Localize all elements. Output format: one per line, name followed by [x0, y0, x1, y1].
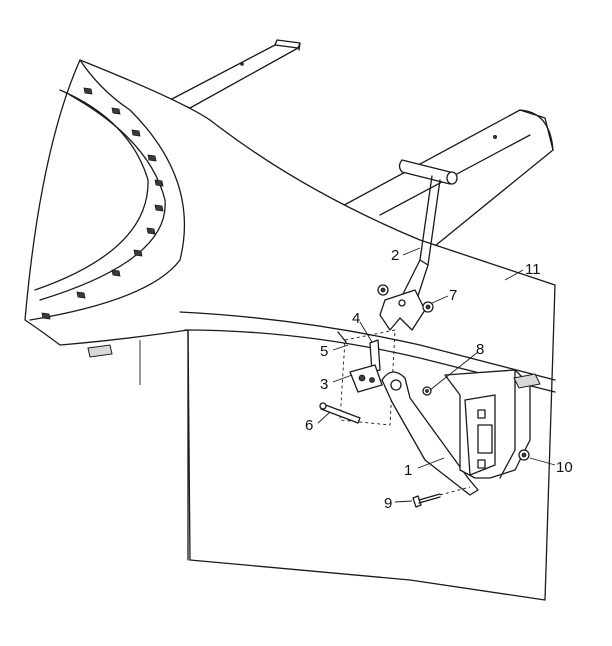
frame-rail: [169, 39, 301, 109]
bracket-arm: [381, 371, 479, 496]
callout-3: 3: [320, 376, 328, 393]
handle-lever[interactable]: [398, 159, 458, 306]
callout-2: 2: [391, 247, 399, 264]
lever-fork: [377, 284, 434, 331]
callout-8: 8: [476, 341, 484, 358]
callout-1: 1: [404, 462, 412, 479]
nut: [518, 449, 530, 461]
mounting-bracket: [444, 369, 541, 479]
vent-holes: [41, 87, 164, 320]
linkage-assembly: [319, 329, 396, 426]
leader-lines: [317, 247, 556, 503]
bolt: [412, 486, 471, 508]
wheel-arch: [29, 59, 186, 358]
callout-11: 11: [525, 261, 541, 278]
body-panel: [24, 59, 556, 601]
callout-6: 6: [305, 417, 313, 434]
callout-10: 10: [556, 459, 573, 476]
callout-4: 4: [352, 310, 360, 327]
callout-7: 7: [449, 287, 457, 304]
callout-5: 5: [320, 343, 328, 360]
callout-9: 9: [384, 495, 392, 512]
callouts: 1 2 3 4 5 6 7 8 9 10 11: [305, 247, 573, 512]
